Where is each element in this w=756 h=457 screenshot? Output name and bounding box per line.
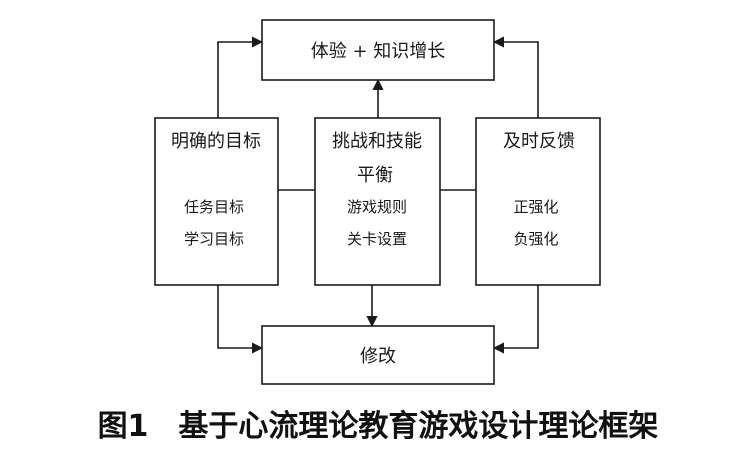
center-box-item: 游戏规则 bbox=[347, 198, 407, 216]
figure-caption: 图1 基于心流理论教育游戏设计理论框架 bbox=[98, 409, 659, 444]
top-box-label: 体验 + 知识增长 bbox=[311, 41, 446, 62]
left-box-item: 学习目标 bbox=[184, 230, 244, 248]
left-box-title: 明确的目标 bbox=[171, 131, 261, 152]
right-box-title: 及时反馈 bbox=[503, 131, 575, 152]
center-box: 挑战和技能 平衡 游戏规则 关卡设置 bbox=[314, 117, 441, 286]
arrow-left-to-bottom bbox=[217, 285, 264, 354]
left-box: 明确的目标 任务目标 学习目标 bbox=[154, 117, 279, 286]
right-box: 及时反馈 正强化 负强化 bbox=[475, 117, 601, 286]
arrow-right-to-top bbox=[492, 36, 539, 118]
connectors bbox=[217, 36, 539, 354]
right-box-item: 负强化 bbox=[513, 230, 558, 248]
center-box-subtitle: 平衡 bbox=[357, 165, 393, 186]
right-box-item: 正强化 bbox=[513, 198, 558, 216]
center-box-item: 关卡设置 bbox=[347, 230, 407, 248]
arrow-right-to-bottom bbox=[492, 285, 539, 354]
left-box-item: 任务目标 bbox=[184, 198, 244, 216]
bottom-box: 修改 bbox=[261, 325, 495, 385]
bottom-box-label: 修改 bbox=[360, 346, 396, 367]
arrow-left-to-top bbox=[217, 36, 264, 118]
center-box-title: 挑战和技能 bbox=[332, 131, 422, 152]
top-box: 体验 + 知识增长 bbox=[261, 19, 495, 81]
